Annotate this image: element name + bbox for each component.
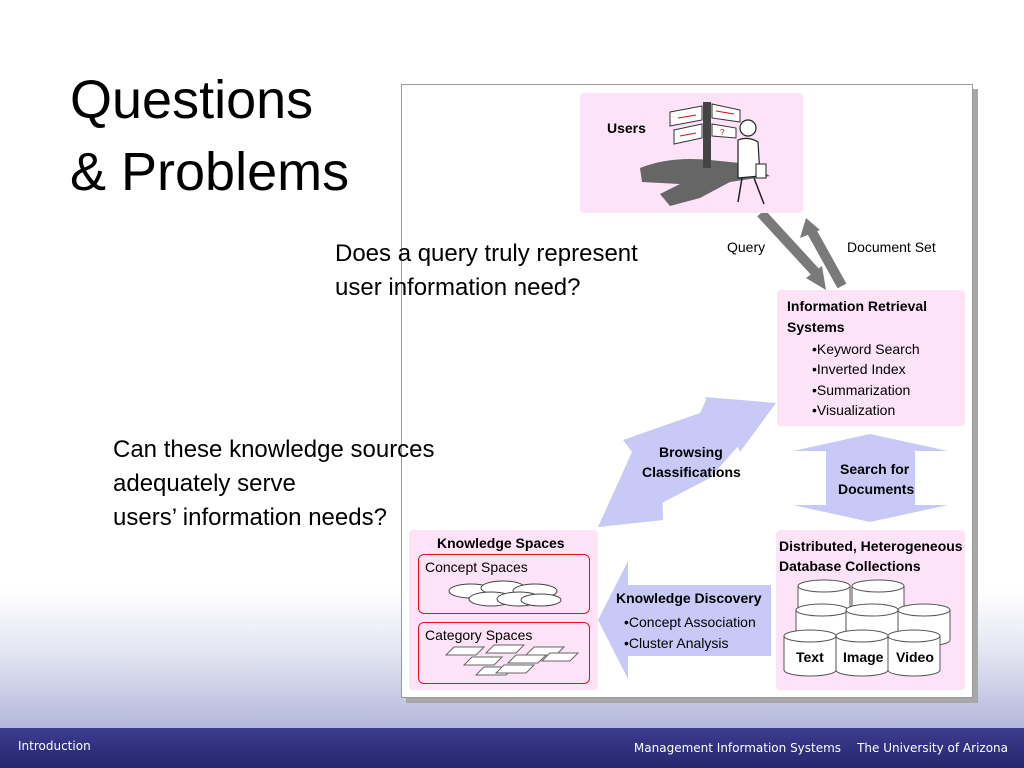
footer-section-label: Introduction [18,739,91,753]
query-label: Query [727,239,766,255]
browsing-arrow-body [598,398,776,527]
cylinder-video-label: Video [896,649,934,665]
knowledge-discovery-arrow [598,561,771,679]
question-1: Does a query truly represent user inform… [335,237,638,305]
ir-item-keyword-search: •Keyword Search [812,341,920,357]
slide-title: Questions & Problems [70,64,349,208]
footer-bar: Introduction Management Information Syst… [0,728,1024,768]
category-parallelograms [444,644,580,676]
ir-item-visualization: •Visualization [812,402,896,418]
concept-ellipses [448,580,562,607]
signpost-illustration: ? [640,102,770,206]
document-set-label: Document Set [847,239,936,255]
ir-title-line-2: Systems [787,319,845,335]
knowledge-spaces-title: Knowledge Spaces [437,535,565,551]
database-title-line-1: Distributed, Heterogeneous [779,538,963,554]
question-1-line-2: user information need? [335,274,581,301]
knowledge-discovery-title: Knowledge Discovery [616,590,762,606]
document-set-arrow [800,218,847,289]
footer-university: The University of Arizona [857,741,1008,755]
ir-item-summarization: •Summarization [812,382,911,398]
title-line-2: & Problems [70,142,350,202]
question-2: Can these knowledge sources adequately s… [113,433,435,535]
users-label: Users [607,120,646,136]
cylinder-image-label: Image [843,649,884,665]
search-label-line-2: Documents [838,481,915,497]
database-title-line-2: Database Collections [779,558,921,574]
cylinder-text-label: Text [796,649,824,665]
concept-spaces-label: Concept Spaces [425,559,528,575]
search-label-line-1: Search for [840,461,910,477]
category-spaces-label: Category Spaces [425,627,533,643]
signpost-question-mark: ? [720,128,725,137]
question-1-line-1: Does a query truly represent [335,240,638,267]
database-cylinders [783,579,951,677]
footer-institution: Management Information Systems The Univer… [634,741,1008,755]
kd-item-cluster-analysis: •Cluster Analysis [624,635,729,651]
ir-title-line-1: Information Retrieval [787,298,928,314]
question-2-line-2: adequately serve [113,470,296,497]
ir-item-inverted-index: •Inverted Index [812,361,906,377]
browsing-label-line-2: Classifications [642,464,741,480]
kd-item-concept-association: •Concept Association [624,614,756,630]
footer-department: Management Information Systems [633,741,842,755]
search-arrow [793,434,948,522]
query-arrow [757,209,826,290]
question-2-line-3: users’ information needs? [113,504,387,531]
ir-box [777,290,965,426]
question-2-line-1: Can these knowledge sources [113,436,435,463]
browsing-label-line-1: Browsing [659,444,723,460]
title-line-1: Questions [70,70,314,130]
